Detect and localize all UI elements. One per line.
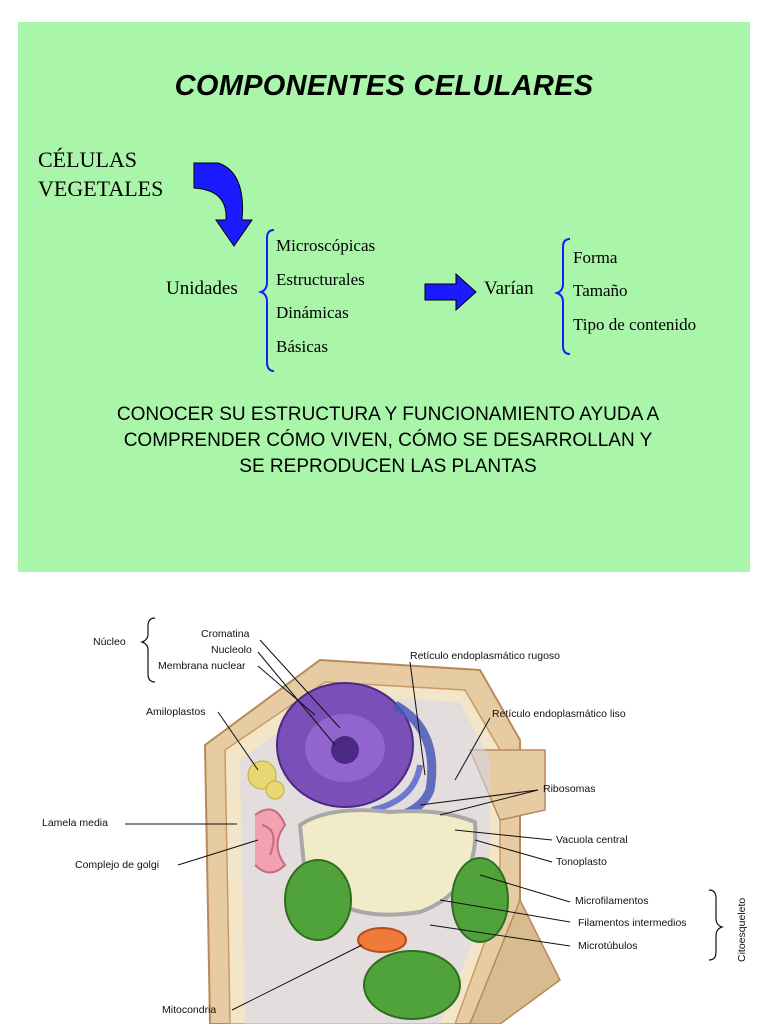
- paragraph-line: SE REPRODUCEN LAS PLANTAS: [239, 456, 537, 477]
- vary-item: Tamaño: [573, 281, 628, 300]
- units-label: Unidades: [166, 278, 238, 299]
- label-microfilamentos: Microfilamentos: [575, 895, 649, 907]
- right-arrow-icon: [424, 272, 477, 312]
- units-item: Básicas: [276, 337, 328, 356]
- label-mitocondria: Mitocondria: [162, 1004, 217, 1016]
- paragraph-line: COMPRENDER CÓMO VIVEN, CÓMO SE DESARROLL…: [123, 430, 653, 451]
- label-vacuola-central: Vacuola central: [556, 834, 628, 846]
- slide-shapes: [193, 162, 571, 372]
- label-re-rugoso: Retículo endoplasmático rugoso: [410, 650, 561, 662]
- subject-line-2: VEGETALES: [38, 176, 164, 201]
- subject-line-1: CÉLULAS: [38, 147, 137, 172]
- label-tonoplasto: Tonoplasto: [556, 856, 607, 868]
- units-item: Estructurales: [276, 270, 365, 289]
- label-complejo-golgi: Complejo de golgi: [75, 859, 160, 871]
- label-cromatina: Cromatina: [201, 628, 250, 640]
- label-citoesqueleto: Citoesqueleto: [736, 897, 748, 962]
- label-nucleo: Núcleo: [93, 636, 126, 648]
- slide-title: COMPONENTES CELULARES: [174, 70, 594, 102]
- slide-panel: COMPONENTES CELULARES CÉLULAS VEGETALES …: [18, 22, 750, 572]
- brace-vary-icon: [553, 238, 571, 355]
- label-microtubulos: Microtúbulos: [578, 940, 638, 952]
- label-ribosomas: Ribosomas: [543, 783, 596, 795]
- summary-paragraph: CONOCER SU ESTRUCTURA Y FUNCIONAMIENTO A…: [58, 402, 718, 480]
- brace-units-icon: [257, 229, 275, 372]
- label-filamentos-intermedios: Filamentos intermedios: [578, 917, 687, 929]
- label-lamela-media: Lamela media: [42, 817, 108, 829]
- vary-item: Tipo de contenido: [573, 315, 697, 334]
- cell-diagram: Núcleo Cromatina Nucleolo Membrana nucle…: [0, 600, 768, 1024]
- label-membrana-nuclear: Membrana nuclear: [158, 660, 246, 672]
- label-nucleolo: Nucleolo: [211, 644, 252, 656]
- cell-illustration: [125, 617, 724, 1024]
- label-re-liso: Retículo endoplasmático liso: [492, 708, 626, 720]
- units-item: Dinámicas: [276, 303, 349, 322]
- curved-arrow-icon: [193, 162, 253, 247]
- vary-label: Varían: [484, 278, 534, 299]
- units-item: Microscópicas: [276, 236, 376, 255]
- paragraph-line: CONOCER SU ESTRUCTURA Y FUNCIONAMIENTO A…: [116, 404, 660, 425]
- label-amiloplastos: Amiloplastos: [146, 706, 206, 718]
- vary-item: Forma: [573, 248, 618, 267]
